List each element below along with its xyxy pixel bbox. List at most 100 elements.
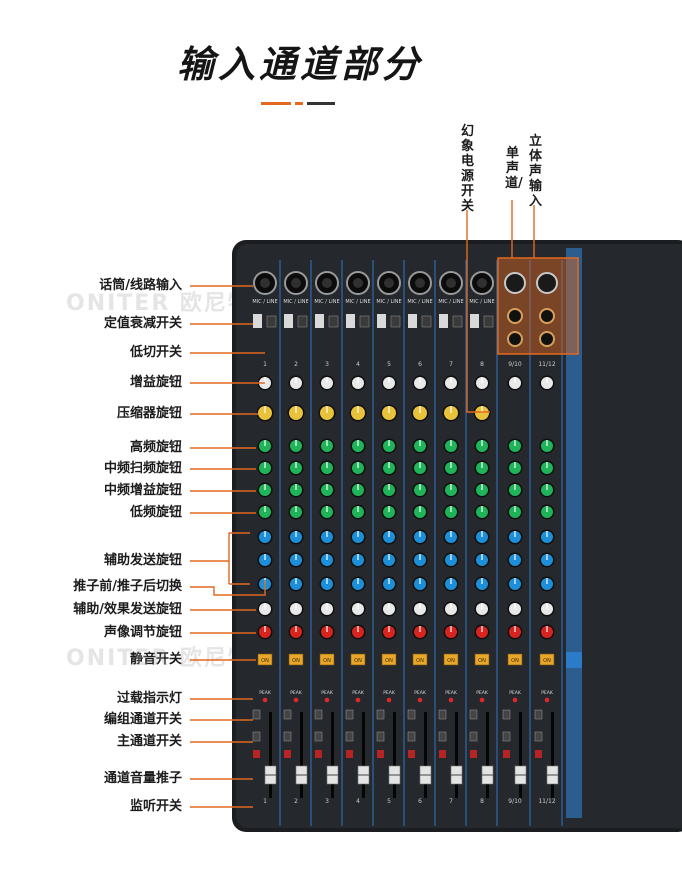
channel-number-bottom: 7 [449, 798, 453, 805]
main-switch [377, 732, 384, 741]
mute-label: ON [511, 658, 519, 664]
pad-switch [408, 314, 417, 328]
xlr-jack-center [322, 278, 332, 288]
peak-led [449, 698, 454, 703]
solo-button [408, 750, 415, 758]
stereo-jack-r [540, 332, 554, 346]
xlr-jack-center [446, 278, 456, 288]
fader-slot [269, 712, 272, 798]
main-switch [315, 732, 322, 741]
stereo-xlr-jack [505, 273, 525, 293]
fader-slot [551, 712, 554, 798]
channel-number-top: 9/10 [508, 361, 522, 368]
main-switch [535, 732, 542, 741]
low-cut-switch [329, 316, 338, 327]
channel-number-bottom: 1 [263, 798, 267, 805]
channel-number-bottom: 5 [387, 798, 391, 805]
group-switch [346, 710, 353, 719]
input-label: MIC / LINE [469, 299, 494, 305]
mute-label: ON [478, 658, 486, 664]
main-switch [470, 732, 477, 741]
blue-strip [566, 652, 582, 668]
peak-led [263, 698, 268, 703]
peak-label: PEAK [414, 690, 427, 696]
input-label: MIC / LINE [314, 299, 339, 305]
input-label: MIC / LINE [283, 299, 308, 305]
channel-number-top: 3 [325, 361, 329, 368]
channel-number-bottom: 3 [325, 798, 329, 805]
peak-label: PEAK [321, 690, 334, 696]
fader-slot [393, 712, 396, 798]
channel-number-bottom: 6 [418, 798, 422, 805]
peak-label: PEAK [476, 690, 489, 696]
channel-number-top: 7 [449, 361, 453, 368]
group-switch [535, 710, 542, 719]
channel-number-top: 11/12 [538, 361, 555, 368]
low-cut-switch [422, 316, 431, 327]
xlr-jack-center [384, 278, 394, 288]
peak-led [387, 698, 392, 703]
channel-number-top: 8 [480, 361, 484, 368]
group-switch [377, 710, 384, 719]
peak-led [418, 698, 423, 703]
fader-slot [424, 712, 427, 798]
channel-number-bottom: 2 [294, 798, 298, 805]
solo-button [315, 750, 322, 758]
fader-slot [519, 712, 522, 798]
solo-button [253, 750, 260, 758]
input-label: MIC / LINE [252, 299, 277, 305]
xlr-jack-center [260, 278, 270, 288]
mute-label: ON [543, 658, 551, 664]
fader-slot [486, 712, 489, 798]
mute-label: ON [292, 658, 300, 664]
pad-switch [470, 314, 479, 328]
channel-number-bottom: 4 [356, 798, 360, 805]
stereo-jack-r [508, 332, 522, 346]
channel-number-top: 4 [356, 361, 360, 368]
stereo-jack-l [508, 309, 522, 323]
low-cut-switch [391, 316, 400, 327]
main-switch [408, 732, 415, 741]
peak-led [545, 698, 550, 703]
solo-button [439, 750, 446, 758]
solo-button [503, 750, 510, 758]
xlr-jack-center [415, 278, 425, 288]
low-cut-switch [484, 316, 493, 327]
main-switch [346, 732, 353, 741]
channel-number-bottom: 9/10 [508, 798, 522, 805]
pad-switch [315, 314, 324, 328]
mute-label: ON [385, 658, 393, 664]
fader-slot [300, 712, 303, 798]
group-switch [315, 710, 322, 719]
stereo-xlr-jack [537, 273, 557, 293]
fader-slot [362, 712, 365, 798]
main-switch [439, 732, 446, 741]
input-label: MIC / LINE [438, 299, 463, 305]
solo-button [470, 750, 477, 758]
low-cut-switch [267, 316, 276, 327]
low-cut-switch [453, 316, 462, 327]
low-cut-switch [298, 316, 307, 327]
group-switch [408, 710, 415, 719]
xlr-jack-center [477, 278, 487, 288]
pad-switch [377, 314, 386, 328]
xlr-jack-center [291, 278, 301, 288]
channel-number-top: 1 [263, 361, 267, 368]
mute-label: ON [447, 658, 455, 664]
peak-label: PEAK [445, 690, 458, 696]
group-switch [439, 710, 446, 719]
mute-label: ON [416, 658, 424, 664]
main-switch [253, 732, 260, 741]
peak-label: PEAK [541, 690, 554, 696]
peak-label: PEAK [352, 690, 365, 696]
group-switch [253, 710, 260, 719]
solo-button [377, 750, 384, 758]
peak-label: PEAK [290, 690, 303, 696]
pad-switch [439, 314, 448, 328]
group-switch [503, 710, 510, 719]
mute-label: ON [261, 658, 269, 664]
peak-led [513, 698, 518, 703]
solo-button [284, 750, 291, 758]
channel-number-top: 2 [294, 361, 298, 368]
peak-label: PEAK [383, 690, 396, 696]
